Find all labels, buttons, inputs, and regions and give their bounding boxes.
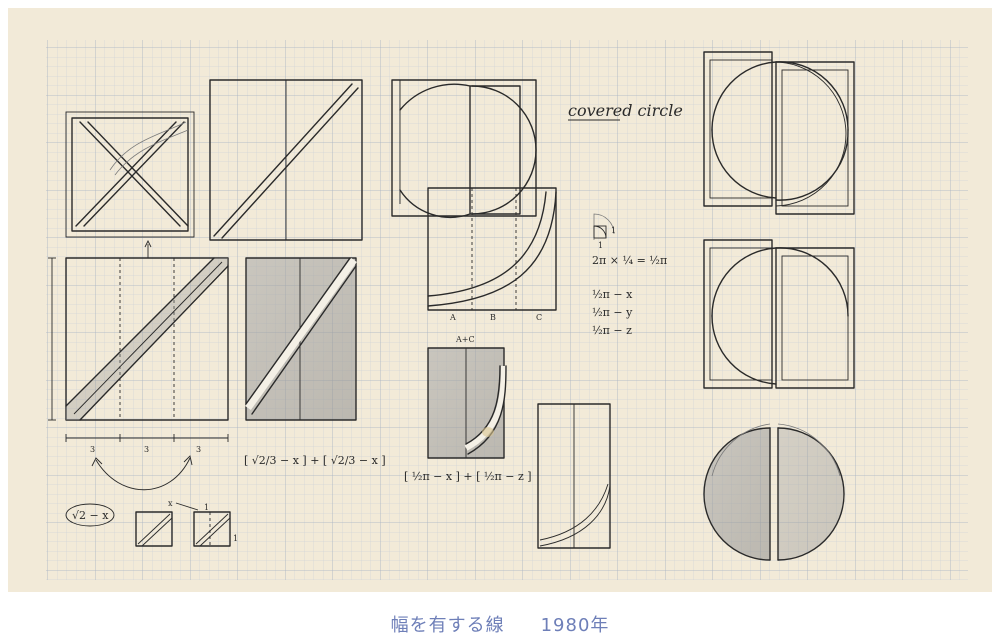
shaded-arc-panel	[427, 347, 507, 459]
tick-label-3: 3	[196, 445, 201, 454]
label-b: B	[490, 313, 496, 322]
caption-year: 1980年	[540, 615, 610, 636]
formula-left: [ √2/3 − x ] + [ √2/3 − x ]	[244, 454, 386, 467]
pi-one-b: 1	[598, 241, 603, 250]
covered-circle-middle	[703, 239, 855, 389]
small-one-side: 1	[233, 534, 238, 543]
small-one-top: 1	[204, 503, 209, 512]
tick-label-2: 3	[144, 445, 149, 454]
drawing-sheet: 3 3 3 [ √2/3 − x ] + [ √2/3 − x ] √2 − x…	[8, 8, 992, 592]
caption: 幅を有する線 1980年	[0, 611, 1000, 637]
label-a: A	[449, 313, 456, 322]
covered-circle-construction	[391, 79, 557, 311]
drawing-canvas: 3 3 3 [ √2/3 − x ] + [ √2/3 − x ] √2 − x…	[8, 8, 992, 592]
x-cross-square	[65, 111, 195, 238]
pi-item-x: ½π − x	[592, 288, 633, 301]
tick-label-1: 3	[90, 445, 95, 454]
pi-formula: 2π × ¼ = ½π	[592, 254, 667, 267]
caption-title: 幅を有する線	[390, 615, 505, 636]
root-label: √2 − x	[72, 509, 109, 522]
quarter-circle-sketch	[593, 213, 615, 240]
pi-item-z: ½π − z	[592, 324, 632, 337]
root-label-ellipse	[65, 503, 115, 527]
formula-mid: [ ½π − x ] + [ ½π − z ]	[404, 470, 532, 483]
small-x: x	[168, 499, 173, 508]
covered-circle-top	[703, 51, 855, 215]
small-squares	[135, 502, 231, 547]
tall-rectangle	[537, 403, 611, 549]
shaded-square	[245, 257, 357, 421]
label-c: C	[536, 313, 542, 322]
pi-item-y: ½π − y	[592, 306, 633, 319]
diagonal-square	[209, 79, 363, 241]
up-arrow-head	[144, 239, 152, 248]
pi-one-a: 1	[611, 226, 616, 235]
label-a-plus-c: A+C	[455, 335, 475, 344]
thirds-square	[48, 257, 229, 491]
drawing-title: covered circle	[568, 101, 683, 120]
covered-circle-bottom	[703, 423, 845, 561]
